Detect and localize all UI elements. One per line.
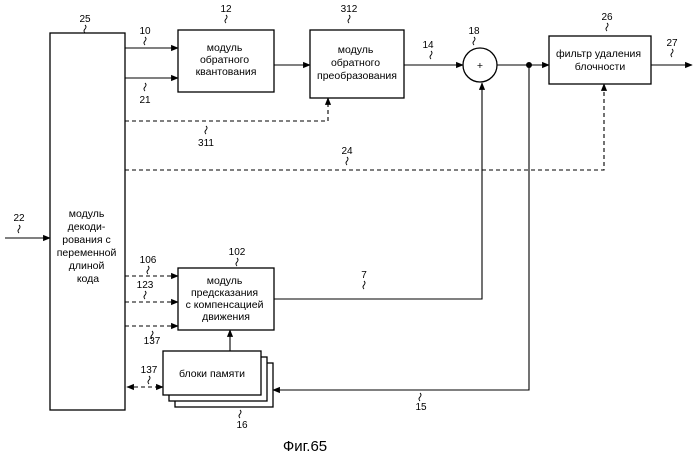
- ref-7-squiggle: [363, 281, 365, 289]
- ref-25: 25: [79, 14, 91, 25]
- ref-18: 18: [468, 26, 480, 37]
- figure-caption: Фиг.65: [283, 438, 327, 455]
- ref-26-squiggle: [606, 23, 608, 31]
- ref-137-b: 137: [141, 365, 158, 376]
- ref-311: 311: [198, 138, 214, 149]
- signal-7-line: [274, 83, 482, 299]
- ref-25-squiggle: [84, 25, 86, 33]
- ref-27: 27: [666, 38, 678, 49]
- ref-7: 7: [361, 270, 367, 281]
- ref-16: 16: [236, 420, 248, 431]
- ref-106-squiggle: [147, 266, 149, 274]
- ref-26: 26: [601, 12, 613, 23]
- ref-16-squiggle: [239, 410, 241, 418]
- ref-137-a: 137: [144, 336, 161, 347]
- ref-22: 22: [13, 213, 25, 224]
- adder-symbol: +: [477, 60, 483, 72]
- deblocking-filter-block: [549, 36, 651, 84]
- ref-102-squiggle: [236, 258, 238, 266]
- ref-15: 15: [415, 402, 427, 413]
- ref-12: 12: [220, 4, 232, 15]
- ref-21: 21: [139, 95, 151, 106]
- ref-312: 312: [341, 4, 358, 15]
- ref-18-squiggle: [473, 37, 475, 45]
- ref-106: 106: [140, 255, 157, 266]
- ref-22-squiggle: [18, 225, 20, 233]
- ref-14-squiggle: [430, 51, 432, 59]
- ref-24: 24: [341, 146, 353, 157]
- signal-311-line: [125, 98, 328, 121]
- ref-10: 10: [139, 26, 151, 37]
- ref-21-squiggle: [144, 83, 146, 91]
- ref-12-squiggle: [225, 15, 227, 23]
- ref-123: 123: [137, 280, 154, 291]
- ref-312-squiggle: [348, 15, 350, 23]
- signal-15-line: [273, 65, 529, 390]
- ref-27-squiggle: [671, 49, 673, 57]
- ref-10-squiggle: [144, 37, 146, 45]
- ref-15-squiggle: [419, 393, 421, 401]
- ref-24-squiggle: [346, 157, 348, 165]
- ref-102: 102: [229, 247, 246, 258]
- ref-14: 14: [422, 40, 434, 51]
- memory-label: блоки памяти: [179, 368, 245, 380]
- ref-311-squiggle: [205, 126, 207, 134]
- ref-123-squiggle: [144, 291, 146, 299]
- ref-137-b-squiggle: [148, 376, 150, 384]
